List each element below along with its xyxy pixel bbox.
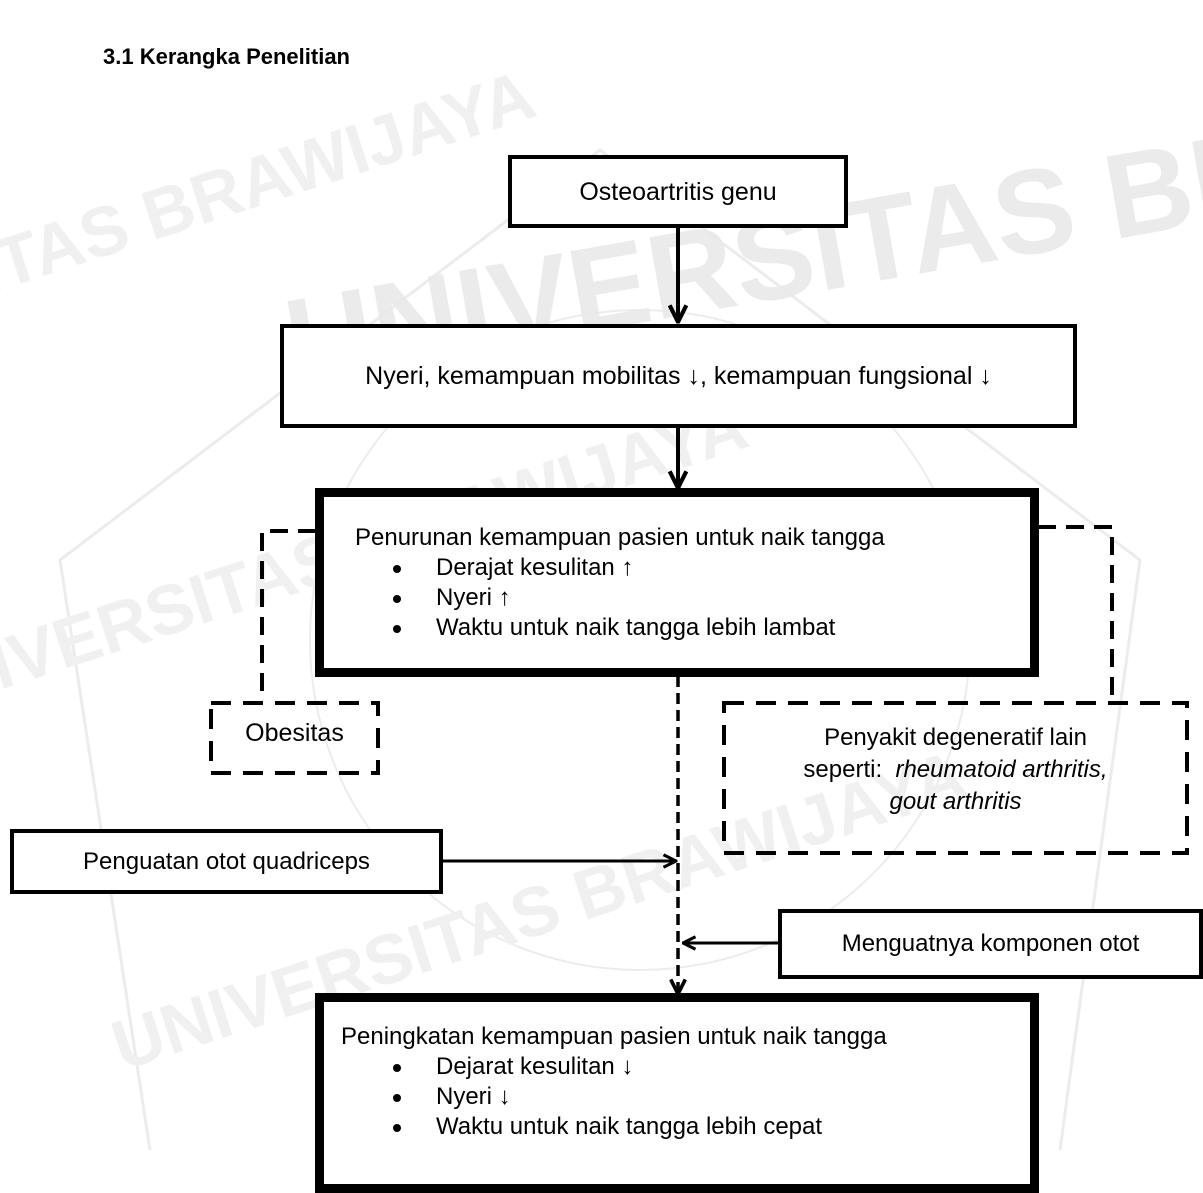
improvement-item-time: Waktu untuk naik tangga lebih cepat — [389, 1112, 1030, 1142]
symptoms-label: Nyeri, kemampuan mobilitas ↓, kemampuan … — [365, 362, 992, 390]
decline-title: Penurunan kemampuan pasien untuk naik ta… — [355, 524, 885, 551]
decline-box: Penurunan kemampuan pasien untuk naik ta… — [315, 488, 1039, 677]
degenerative-gout: gout arthritis — [889, 788, 1022, 815]
decline-item-difficulty: Derajat kesulitan ↑ — [389, 553, 1030, 583]
obesity-box-border — [209, 701, 380, 775]
improvement-title: Peningkatan kemampuan pasien untuk naik … — [341, 1023, 887, 1050]
decline-list: Derajat kesulitan ↑ Nyeri ↑ Waktu untuk … — [324, 553, 1030, 643]
quadriceps-label: Penguatan otot quadriceps — [83, 847, 370, 875]
decline-item-time: Waktu untuk naik tangga lebih lambat — [389, 613, 1030, 643]
degenerative-rheumatoid: rheumatoid arthritis, — [895, 756, 1108, 783]
improvement-item-pain: Nyeri ↓ — [389, 1082, 1030, 1112]
improvement-list: Dejarat kesulitan ↓ Nyeri ↓ Waktu untuk … — [324, 1052, 1030, 1142]
improvement-box: Peningkatan kemampuan pasien untuk naik … — [315, 993, 1039, 1193]
degenerative-box: Penyakit degeneratif lain seperti: rheum… — [728, 722, 1183, 818]
strengthening-box: Menguatnya komponen otot — [778, 909, 1203, 979]
degenerative-line-2: seperti: rheumatoid arthritis, — [728, 754, 1183, 786]
degenerative-prefix: seperti: — [803, 756, 883, 783]
degenerative-line-1: Penyakit degeneratif lain — [824, 724, 1087, 751]
improvement-item-difficulty: Dejarat kesulitan ↓ — [389, 1052, 1030, 1082]
strengthening-label: Menguatnya komponen otot — [841, 930, 1140, 957]
quadriceps-box: Penguatan otot quadriceps — [10, 829, 443, 894]
dashed-link-degenerative — [1038, 525, 1114, 700]
obesity-label: Obesitas — [245, 719, 344, 747]
obesity-box: Obesitas — [213, 705, 376, 761]
osteoarthritis-box: Osteoartritis genu — [508, 155, 848, 228]
degenerative-box-border — [722, 701, 1189, 855]
decline-item-pain: Nyeri ↑ — [389, 583, 1030, 613]
section-heading: 3.1 Kerangka Penelitian — [103, 44, 350, 69]
symptoms-box: Nyeri, kemampuan mobilitas ↓, kemampuan … — [280, 324, 1077, 428]
dashed-link-obesity — [260, 529, 316, 697]
osteoarthritis-label: Osteoartritis genu — [579, 177, 777, 206]
